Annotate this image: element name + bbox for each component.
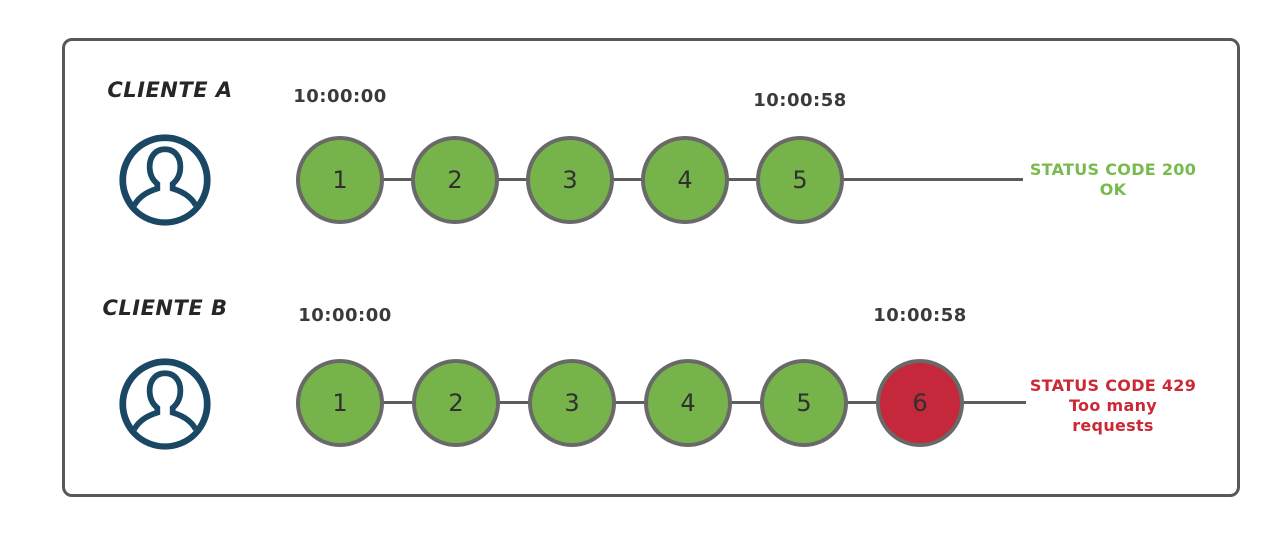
request-node: 2	[412, 359, 500, 447]
request-node: 4	[644, 359, 732, 447]
user-icon	[119, 134, 211, 226]
request-node: 3	[526, 136, 614, 224]
client-b-label: CLIENTE B	[102, 296, 228, 320]
request-node: 1	[296, 359, 384, 447]
request-node: 5	[760, 359, 848, 447]
request-node: 3	[528, 359, 616, 447]
client-a-label: CLIENTE A	[107, 78, 233, 102]
request-node: 4	[641, 136, 729, 224]
user-icon	[119, 358, 211, 450]
request-node: 1	[296, 136, 384, 224]
status-message-error: STATUS CODE 429 Too many requests	[1026, 376, 1200, 436]
status-text-line: Too many requests	[1068, 396, 1158, 435]
status-code-line: STATUS CODE 429	[1029, 376, 1197, 395]
timestamp-start: 10:00:00	[298, 305, 392, 326]
status-code-line: STATUS CODE 200	[1029, 160, 1197, 179]
request-node: 5	[756, 136, 844, 224]
timestamp-start: 10:00:00	[293, 86, 387, 107]
status-message-ok: STATUS CODE 200 OK	[1026, 160, 1200, 200]
request-node-rate-limited: 6	[876, 359, 964, 447]
timestamp-end: 10:00:58	[753, 90, 847, 111]
request-node: 2	[411, 136, 499, 224]
timestamp-end: 10:00:58	[873, 305, 967, 326]
status-text-line: OK	[1099, 180, 1127, 199]
